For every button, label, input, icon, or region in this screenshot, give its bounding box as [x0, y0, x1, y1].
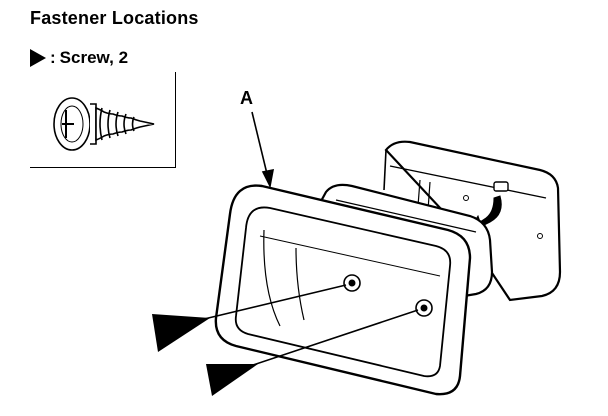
screw-marker-lower — [206, 309, 419, 396]
triangle-marker-icon — [206, 364, 258, 396]
legend-text: Screw, 2 — [59, 48, 129, 67]
part-label-a: A — [240, 88, 253, 108]
front-bezel-part-a — [214, 184, 472, 396]
screw-detail-box — [30, 72, 176, 168]
legend-separator: : — [50, 48, 56, 67]
triangle-right-icon — [30, 49, 46, 67]
screw-icon — [53, 97, 155, 151]
triangle-marker-icon — [152, 314, 210, 352]
screw-marker-upper — [152, 284, 347, 352]
page-title: Fastener Locations — [30, 8, 199, 28]
fastener-legend: : Screw, 2 — [30, 48, 128, 68]
label-a-pointer-arrow — [251, 111, 275, 189]
